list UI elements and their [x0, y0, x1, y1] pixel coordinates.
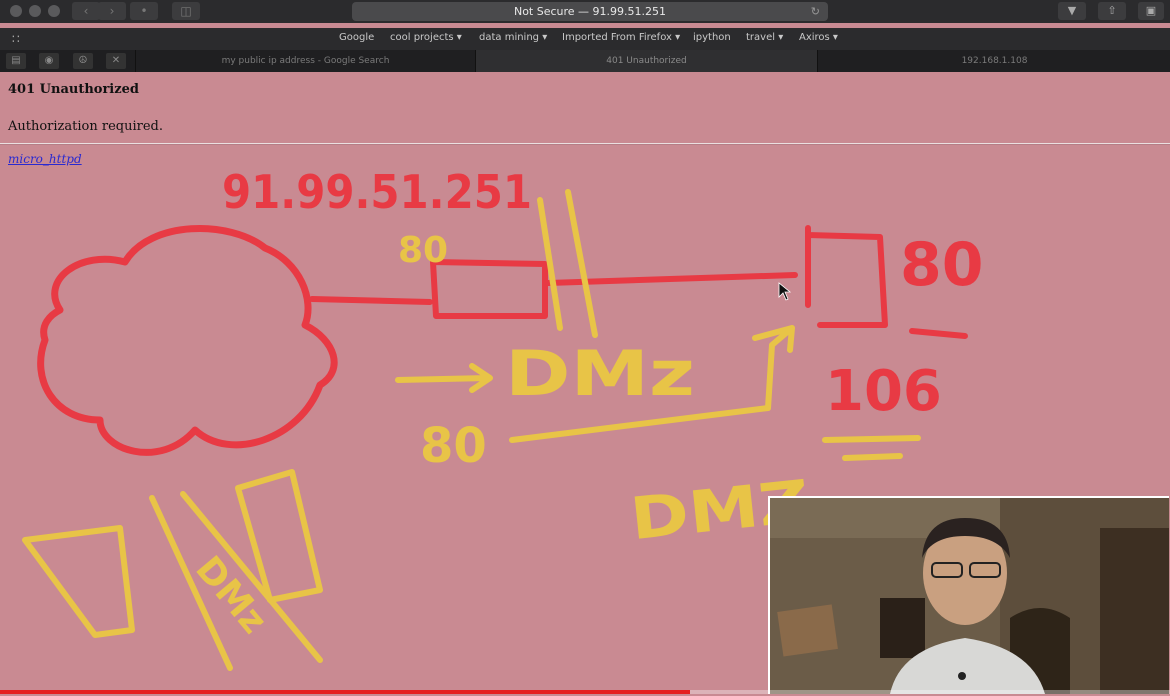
bookmark-travel[interactable]: travel ▾: [746, 32, 784, 43]
zone-box-left: [22, 525, 135, 638]
bookmark-cool-projects[interactable]: cool projects ▾: [390, 32, 462, 43]
apps-grid-icon[interactable]: ∷: [12, 32, 20, 46]
pinned-tab-icon[interactable]: ✕: [106, 53, 126, 69]
bookmark-axiros[interactable]: Axiros ▾: [799, 32, 838, 43]
tab-label: 192.168.1.108: [961, 56, 1028, 66]
pinned-tab-icon[interactable]: ◉: [39, 53, 59, 69]
tab-label: my public ip address - Google Search: [221, 56, 390, 66]
zone-box-right: [235, 469, 323, 603]
port-annotation: 80: [398, 230, 448, 271]
horizontal-rule: [0, 143, 1170, 145]
error-message: Authorization required.: [8, 119, 163, 134]
bookmark-imported-from-firefox[interactable]: Imported From Firefox ▾: [562, 32, 681, 43]
firewall-line: [149, 491, 323, 671]
reload-icon[interactable]: ↻: [810, 5, 820, 18]
port-annotation: 80: [420, 418, 487, 474]
share-dot-icon[interactable]: •: [130, 2, 158, 20]
webcam-overlay: [768, 496, 1169, 694]
inbound-arrow: [395, 363, 493, 393]
minimize-window-button[interactable]: [29, 5, 41, 17]
share-icon[interactable]: ⇧: [1098, 2, 1126, 20]
sidebar-toggle-icon[interactable]: ◫: [172, 2, 200, 20]
address-bar[interactable]: Not Secure — 91.99.51.251 ↻: [352, 2, 828, 21]
tab-192-168-1-108[interactable]: 192.168.1.108: [817, 50, 1170, 72]
firewall-line: [537, 189, 598, 338]
cloud-drawing: [37, 225, 338, 456]
server-link[interactable]: micro_httpd: [8, 152, 82, 166]
link-line: [309, 296, 433, 305]
host-annotation: 106: [825, 359, 942, 424]
back-button[interactable]: ‹: [72, 2, 100, 20]
tab-401-unauthorized[interactable]: 401 Unauthorized: [475, 50, 817, 72]
forward-button[interactable]: ›: [98, 2, 126, 20]
forward-arrow: [509, 325, 795, 443]
underline-stroke: [822, 435, 921, 461]
bookmark-google[interactable]: Google: [339, 32, 375, 43]
port-annotation: 80: [900, 230, 984, 300]
tab-label: 401 Unauthorized: [606, 56, 687, 66]
presenter-video: [770, 498, 1169, 694]
dmz-annotation: DMz: [505, 337, 695, 410]
page-title: 401 Unauthorized: [8, 82, 139, 97]
browser-titlebar: ‹ › • ◫ Not Secure — 91.99.51.251 ↻ ▼ ⇧ …: [0, 0, 1170, 23]
video-progress-fill: [0, 690, 691, 694]
server-box: [805, 225, 888, 328]
bookmark-data-mining[interactable]: data mining ▾: [479, 32, 548, 43]
pinned-tab-icon[interactable]: ▤: [6, 53, 26, 69]
pinned-tab-icon[interactable]: ☮: [73, 53, 93, 69]
downloads-icon[interactable]: ▼: [1058, 2, 1086, 20]
zoom-window-button[interactable]: [48, 5, 60, 17]
tabs-overview-icon[interactable]: ▣: [1138, 2, 1164, 20]
bookmarks-bar: ∷ Google cool projects ▾ data mining ▾ I…: [0, 28, 1170, 50]
tab-google-search[interactable]: my public ip address - Google Search: [135, 50, 475, 72]
close-window-button[interactable]: [10, 5, 22, 17]
tab-bar: ▤ ◉ ☮ ✕ my public ip address - Google Se…: [0, 50, 1170, 72]
link-line: [545, 272, 798, 286]
router-box: [430, 259, 548, 319]
mouse-cursor-icon: [778, 282, 792, 301]
address-text: Not Secure — 91.99.51.251: [513, 5, 667, 18]
bookmark-ipython[interactable]: ipython: [693, 32, 731, 43]
video-progress-bar[interactable]: [0, 690, 1170, 694]
ip-annotation: 91.99.51.251: [222, 165, 532, 219]
underline-stroke: [909, 328, 968, 339]
